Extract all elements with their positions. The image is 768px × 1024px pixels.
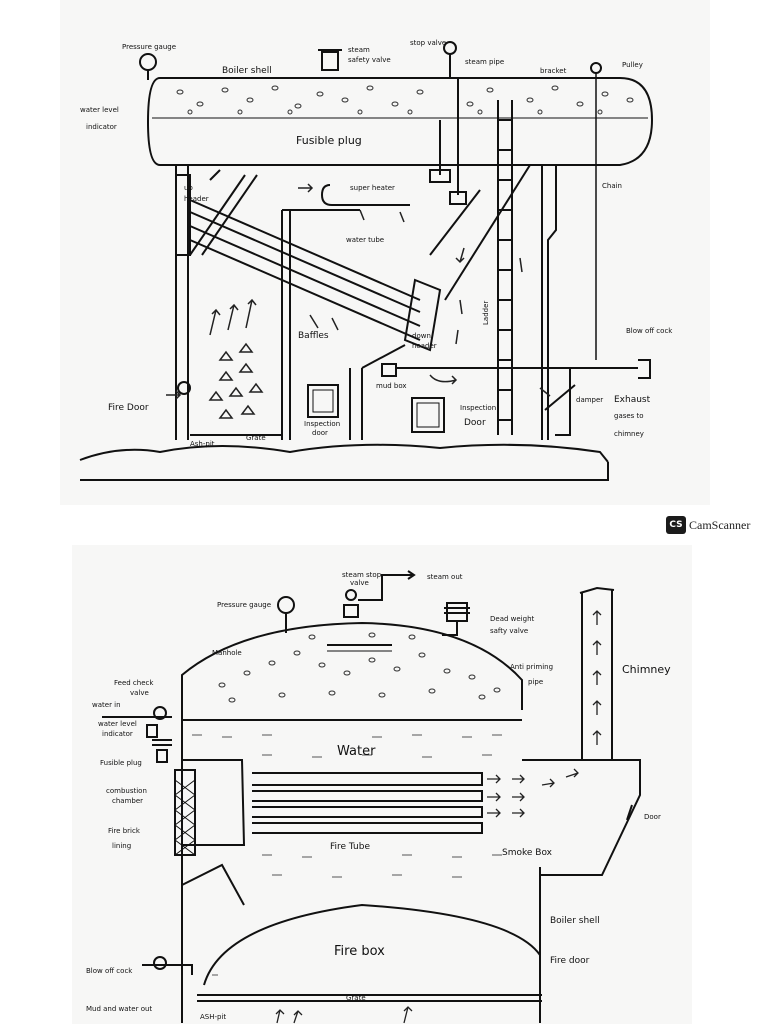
- label-steam-safety-valve-2: safety valve: [348, 56, 391, 64]
- label-fire-brick-1: Fire brick: [108, 827, 141, 835]
- water-tube: [189, 199, 421, 301]
- ladder: [497, 100, 513, 435]
- label-fusible-plug: Fusible plug: [296, 134, 362, 147]
- label-exhaust-3: chimney: [614, 430, 644, 438]
- label-water-level-2: indicator: [86, 123, 117, 131]
- label-water-level-2: indicator: [102, 730, 133, 738]
- label-pulley: Pulley: [622, 61, 643, 69]
- down-header: [403, 278, 442, 352]
- camscanner-logo-icon: CS: [666, 516, 686, 534]
- label-ladder: Ladder: [482, 301, 490, 325]
- label-boiler-shell: Boiler shell: [222, 66, 272, 76]
- label-exhaust-2: gases to: [614, 412, 644, 420]
- label-steam-out: steam out: [427, 573, 463, 581]
- fire-tube-boiler-diagram: steam stop valve steam out Pressure gaug…: [72, 545, 692, 1024]
- smoke-box: [522, 759, 641, 876]
- label-blow-off-cock: Blow off cock: [626, 327, 673, 335]
- label-steam-safety-valve-1: steam: [348, 46, 370, 54]
- label-ash-pit: Ash-pit: [190, 440, 215, 448]
- label-smoke-box: Smoke Box: [502, 848, 553, 858]
- fire-tube-boiler-drawing: steam stop valve steam out Pressure gaug…: [86, 570, 671, 1024]
- label-ash-pit: ASH-pit: [200, 1013, 226, 1021]
- label-inspection-door-left-2: door: [312, 429, 328, 437]
- label-mud-water-out: Mud and water out: [86, 1005, 152, 1013]
- label-stop-valve: stop valve: [410, 39, 446, 47]
- label-steam-pipe: steam pipe: [465, 58, 504, 66]
- label-feed-check-1: Feed check: [114, 679, 154, 687]
- water-tube-boiler-diagram: Pressure gauge steam safety valve stop v…: [60, 0, 710, 505]
- label-grate: Grate: [346, 994, 366, 1002]
- label-water: Water: [337, 744, 376, 759]
- label-chain: Chain: [602, 182, 622, 190]
- label-fire-tube: Fire Tube: [330, 842, 370, 852]
- label-chimney: Chimney: [622, 663, 671, 676]
- label-bracket: bracket: [540, 67, 567, 75]
- label-dead-weight-2: safty valve: [490, 627, 528, 635]
- label-fire-brick-2: lining: [112, 842, 131, 850]
- label-combustion-2: chamber: [112, 797, 143, 805]
- label-inspection-door-left-1: Inspection: [304, 420, 340, 428]
- water-tube-boiler-drawing: Pressure gauge steam safety valve stop v…: [79, 39, 673, 481]
- label-up-header-1: up: [184, 184, 193, 192]
- label-inspection-door-right-2: Door: [464, 418, 486, 428]
- camscanner-text: CamScanner: [689, 517, 751, 532]
- label-water-level-1: water level: [98, 720, 137, 728]
- camscanner-watermark: CS CamScanner: [666, 515, 750, 535]
- label-down-header-1: down: [412, 332, 431, 340]
- label-manhole: Manhole: [212, 649, 242, 657]
- label-fusible-plug: Fusible plug: [100, 759, 142, 767]
- label-door: Door: [644, 813, 661, 821]
- pressure-gauge-icon: [139, 53, 157, 71]
- label-dead-weight-1: Dead weight: [490, 615, 535, 623]
- label-blow-off-cock: Blow off cock: [86, 967, 133, 975]
- label-grate: Grate: [246, 434, 266, 442]
- label-super-heater: super heater: [350, 184, 395, 192]
- label-water-tube: water tube: [346, 236, 384, 244]
- label-water-level-1: water level: [80, 106, 119, 114]
- label-water-in: water in: [92, 701, 121, 709]
- label-combustion-1: combustion: [106, 787, 147, 795]
- fire-box: [203, 903, 541, 986]
- pressure-gauge-icon: [277, 596, 295, 614]
- label-damper: damper: [576, 396, 603, 404]
- label-fire-door: Fire door: [550, 956, 590, 966]
- label-pressure-gauge: Pressure gauge: [217, 601, 271, 609]
- boiler-shell-dome: [181, 621, 523, 710]
- safety-valve-icon: [321, 51, 339, 71]
- label-steam-stop-valve-2: valve: [350, 579, 369, 587]
- label-pressure-gauge: Pressure gauge: [122, 43, 176, 51]
- label-feed-check-2: valve: [130, 689, 149, 697]
- label-boiler-shell: Boiler shell: [550, 916, 600, 926]
- label-fire-door: Fire Door: [108, 403, 149, 413]
- label-baffles: Baffles: [298, 331, 329, 341]
- label-inspection-door-right-1: Inspection: [460, 404, 496, 412]
- label-anti-priming-1: Anti priming: [510, 663, 553, 671]
- label-fire-box: Fire box: [334, 944, 385, 959]
- label-anti-priming-2: pipe: [528, 678, 543, 686]
- label-exhaust-1: Exhaust: [614, 395, 651, 405]
- label-steam-stop-valve-1: steam stop: [342, 571, 382, 579]
- label-down-header-2: header: [412, 342, 437, 350]
- fire-tube: [252, 772, 483, 786]
- label-up-header-2: header: [184, 195, 209, 203]
- label-mud-box: mud box: [376, 382, 407, 390]
- boiler-shell-drum: [146, 77, 654, 166]
